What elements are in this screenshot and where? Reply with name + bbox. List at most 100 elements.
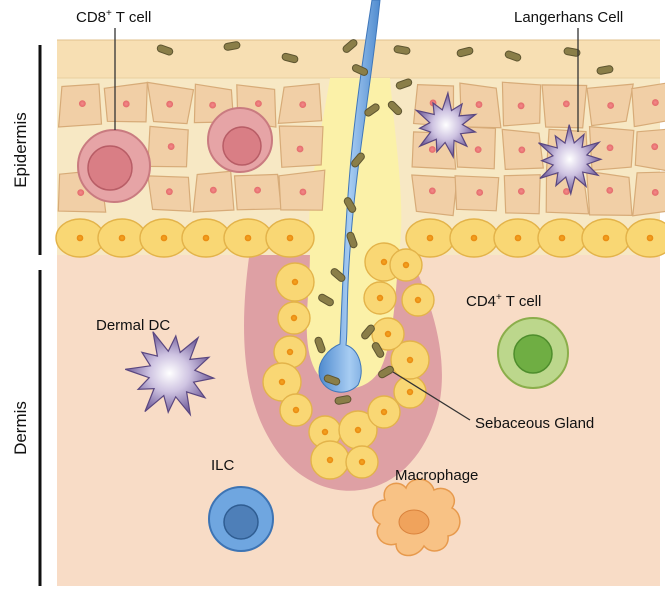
basal-cell-nucleus	[602, 234, 610, 242]
bacterium	[156, 44, 174, 56]
bacterium	[281, 52, 299, 64]
bacterium	[596, 65, 614, 75]
cd4-t-cell	[497, 317, 569, 389]
bacterium	[223, 41, 241, 51]
keratinocyte-nucleus	[428, 187, 436, 195]
keratinocyte-nucleus	[563, 188, 570, 195]
basal-cell-nucleus	[426, 234, 434, 242]
bacterium	[387, 100, 403, 116]
bacterium	[351, 152, 365, 168]
keratinocyte	[454, 125, 497, 170]
keratinocyte	[632, 171, 665, 217]
basal-cell-nucleus	[76, 234, 84, 242]
sebaceous-cell-nucleus	[291, 278, 299, 286]
basal-cell-nucleus	[558, 234, 566, 242]
hair-shaft	[318, 0, 381, 393]
sebaceous-cell-nucleus	[321, 428, 329, 436]
bacterium	[371, 342, 385, 358]
bacterium	[334, 395, 352, 405]
bacterium	[351, 64, 369, 76]
bacterium	[504, 50, 522, 62]
sebaceous-cell-nucleus	[290, 314, 298, 322]
keratinocyte-nucleus	[77, 189, 85, 197]
sebaceous-label: Sebaceous Gland	[475, 415, 594, 432]
cd4-label: CD4+ T cell	[466, 292, 541, 310]
keratinocyte-nucleus	[296, 145, 304, 153]
keratinocyte-nucleus	[165, 188, 173, 196]
keratinocyte-nucleus	[651, 99, 659, 106]
cd8-t-cell	[207, 107, 273, 173]
sebaceous-leader-line	[392, 371, 471, 421]
bacterium	[330, 268, 346, 282]
keratinocyte-nucleus	[167, 143, 175, 150]
sebaceous-cell-nucleus	[376, 294, 384, 302]
basal-cell-nucleus	[118, 234, 126, 242]
keratinocyte	[411, 174, 458, 217]
bacterium	[456, 46, 474, 58]
dendritic-cell-body	[538, 124, 603, 197]
keratinocyte	[634, 128, 665, 171]
dendritic-cell-body	[414, 90, 478, 160]
sebaceous-cell-nucleus	[402, 261, 410, 269]
dermis-label: Dermis	[11, 401, 30, 455]
keratinocyte-nucleus	[475, 101, 483, 108]
langerhans-label: Langerhans Cell	[514, 9, 623, 26]
sebaceous-cell-nucleus	[278, 378, 286, 386]
bacterium	[393, 45, 411, 55]
macrophage-label: Macrophage	[395, 467, 478, 484]
keratinocyte-nucleus	[166, 100, 174, 108]
keratinocyte-nucleus	[562, 100, 570, 108]
keratinocyte-nucleus	[476, 189, 484, 196]
bacterium	[346, 231, 358, 249]
keratinocyte-nucleus	[209, 101, 217, 109]
macrophage-cell	[372, 478, 461, 557]
keratinocyte-nucleus	[428, 146, 436, 153]
basal-cell-nucleus	[202, 234, 210, 242]
bacteria-group	[156, 39, 614, 405]
keratinocyte-nucleus	[606, 144, 614, 152]
langerhans-cell	[414, 90, 478, 160]
keratinocyte-nucleus	[299, 188, 307, 196]
sebaceous-cell-nucleus	[358, 458, 366, 466]
keratinocyte-nucleus	[517, 187, 525, 195]
keratinocyte-nucleus	[255, 100, 262, 108]
keratinocyte-nucleus	[518, 146, 526, 154]
ilc-cell	[208, 486, 274, 552]
bacterium	[361, 324, 375, 340]
keratinocyte-nucleus	[651, 189, 659, 196]
bacterium	[323, 374, 341, 386]
bacterium	[395, 78, 413, 90]
dermal-dc-label: Dermal DC	[96, 317, 170, 334]
sebaceous-cell-nucleus	[406, 388, 414, 396]
bacterium	[364, 103, 380, 117]
keratinocyte-nucleus	[517, 102, 525, 110]
sebaceous-cell-nucleus	[406, 356, 414, 364]
dermal-dc-cell	[125, 331, 216, 417]
keratinocyte-nucleus	[651, 143, 659, 151]
basal-cell-nucleus	[646, 234, 654, 242]
cd8-t-cell	[77, 129, 151, 203]
keratinocyte-layer	[57, 81, 665, 217]
keratinocyte-nucleus	[254, 186, 261, 194]
basal-cell-nucleus	[244, 234, 252, 242]
sebaceous-cell-nucleus	[384, 330, 392, 338]
keratinocyte-nucleus	[474, 146, 482, 154]
basal-cell	[625, 218, 665, 258]
sebaceous-cell-nucleus	[354, 426, 362, 434]
basal-cell-nucleus	[470, 234, 478, 242]
sebaceous-cell-nucleus	[380, 258, 388, 266]
sebaceous-cell-nucleus	[414, 296, 422, 304]
cd8-label: CD8+ T cell	[76, 8, 151, 26]
sebaceous-cell-nucleus	[286, 348, 294, 356]
bacterium	[378, 365, 394, 379]
keratinocyte-nucleus	[209, 186, 217, 194]
bacterium	[343, 197, 357, 213]
bacterium	[342, 39, 358, 53]
keratinocyte	[631, 82, 665, 128]
keratinocyte-nucleus	[607, 102, 615, 109]
basal-cell-nucleus	[286, 234, 294, 242]
basal-cell-nucleus	[160, 234, 168, 242]
sebaceous-gland	[262, 242, 435, 480]
bacterium	[314, 336, 326, 354]
